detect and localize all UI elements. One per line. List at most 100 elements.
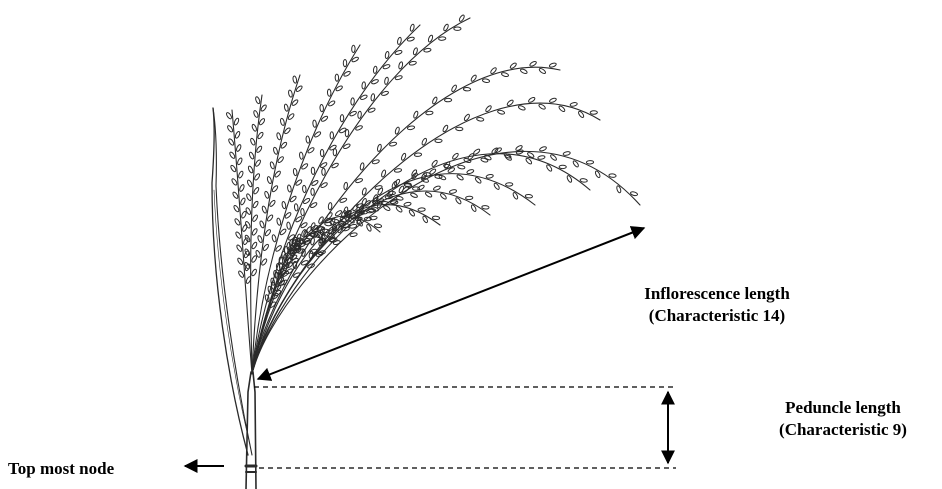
panicle-illustration <box>212 14 640 489</box>
spikelet <box>246 193 252 201</box>
spikelet <box>286 222 290 230</box>
spikelet <box>432 216 439 220</box>
spikelet <box>558 105 566 112</box>
spikelet <box>251 228 258 236</box>
spikelet <box>247 179 253 187</box>
spikelet <box>245 221 251 229</box>
spikelet <box>271 185 278 193</box>
culm-stem <box>246 372 256 489</box>
spikelet <box>538 68 546 75</box>
spikelet <box>247 166 253 174</box>
spikelet <box>449 189 457 194</box>
spikelet <box>414 153 422 157</box>
spikelet <box>227 125 234 133</box>
spikelet <box>294 204 298 212</box>
spikelet <box>335 74 339 81</box>
spikelet <box>539 146 547 152</box>
inflorescence-length-characteristic: (Characteristic 14) <box>592 305 842 327</box>
spikelet <box>476 117 484 121</box>
spikelet <box>563 151 571 156</box>
spikelet <box>235 131 241 139</box>
spikelet <box>433 185 441 191</box>
spikelet <box>299 152 303 160</box>
spikelet <box>466 169 474 175</box>
spikelet <box>570 102 578 107</box>
spikelet <box>281 201 286 209</box>
spikelet <box>506 183 513 187</box>
inflorescence-length-title: Inflorescence length <box>592 283 842 305</box>
spikelet <box>352 45 356 52</box>
spikelet <box>280 118 285 126</box>
spikelet <box>454 27 461 30</box>
spikelet <box>327 89 331 96</box>
spikelet <box>273 147 278 155</box>
spikelet <box>251 255 258 263</box>
spikelet <box>373 66 377 74</box>
spikelet <box>345 129 349 136</box>
spikelet <box>255 159 262 167</box>
spikelet <box>264 229 271 237</box>
spikelet <box>242 224 248 232</box>
spikelet <box>231 178 238 186</box>
spikelet <box>407 125 415 130</box>
peduncle-length-label: Peduncle length (Characteristic 9) <box>744 397 942 441</box>
spikelet <box>438 37 445 41</box>
spikelet <box>340 115 344 122</box>
spikelet <box>258 118 265 126</box>
spikelet <box>256 145 263 153</box>
spikelet <box>241 211 247 219</box>
spikelet <box>272 234 277 242</box>
spikelet <box>261 258 268 266</box>
spikelet <box>236 244 243 252</box>
spikelet <box>410 192 418 198</box>
spikelet <box>251 242 258 250</box>
spikelet <box>538 155 546 160</box>
spikelet <box>466 196 473 200</box>
spikelet <box>482 78 490 83</box>
spikelet <box>590 111 597 115</box>
spikelet <box>267 176 273 184</box>
spikelet <box>236 144 242 152</box>
spikelet <box>230 165 237 173</box>
top-most-node-label: Top most node <box>8 458 114 480</box>
spikelet <box>333 149 337 156</box>
spikelet <box>525 194 532 198</box>
spikelet <box>435 139 442 143</box>
spikelet <box>362 82 366 90</box>
spikelet <box>233 205 240 213</box>
spikelet <box>383 205 391 212</box>
spikelet <box>351 98 355 105</box>
spikelet <box>457 165 465 170</box>
spikelet <box>332 218 340 223</box>
spikelet <box>251 269 258 277</box>
spikelets <box>226 14 638 308</box>
spikelet <box>228 138 235 146</box>
spikelet <box>302 185 306 192</box>
spikelet <box>473 148 481 155</box>
spikelet <box>293 168 298 176</box>
spikelet <box>501 72 509 77</box>
spikelet <box>276 218 281 226</box>
spikelet <box>267 214 274 222</box>
spikelet <box>394 168 402 173</box>
spikelet <box>253 187 260 195</box>
spikelet <box>301 208 305 215</box>
spikelet <box>255 250 261 258</box>
spikelet <box>240 197 246 205</box>
spikelet <box>233 118 239 126</box>
spikelet <box>538 103 546 110</box>
spikelet <box>520 68 528 74</box>
spikelet <box>426 111 434 115</box>
spikelet <box>313 120 317 128</box>
spikelet <box>253 110 259 118</box>
panicle-branches <box>232 18 640 374</box>
inflorescence-length-arrow <box>258 228 644 379</box>
spikelet <box>262 244 269 252</box>
peduncle-length-characteristic: (Characteristic 9) <box>744 419 942 441</box>
spikelet <box>456 174 464 181</box>
spikelet <box>463 87 470 91</box>
spikelet <box>235 231 242 239</box>
spikelet <box>580 178 588 182</box>
spikelet <box>482 205 489 209</box>
spikelet <box>549 62 557 68</box>
